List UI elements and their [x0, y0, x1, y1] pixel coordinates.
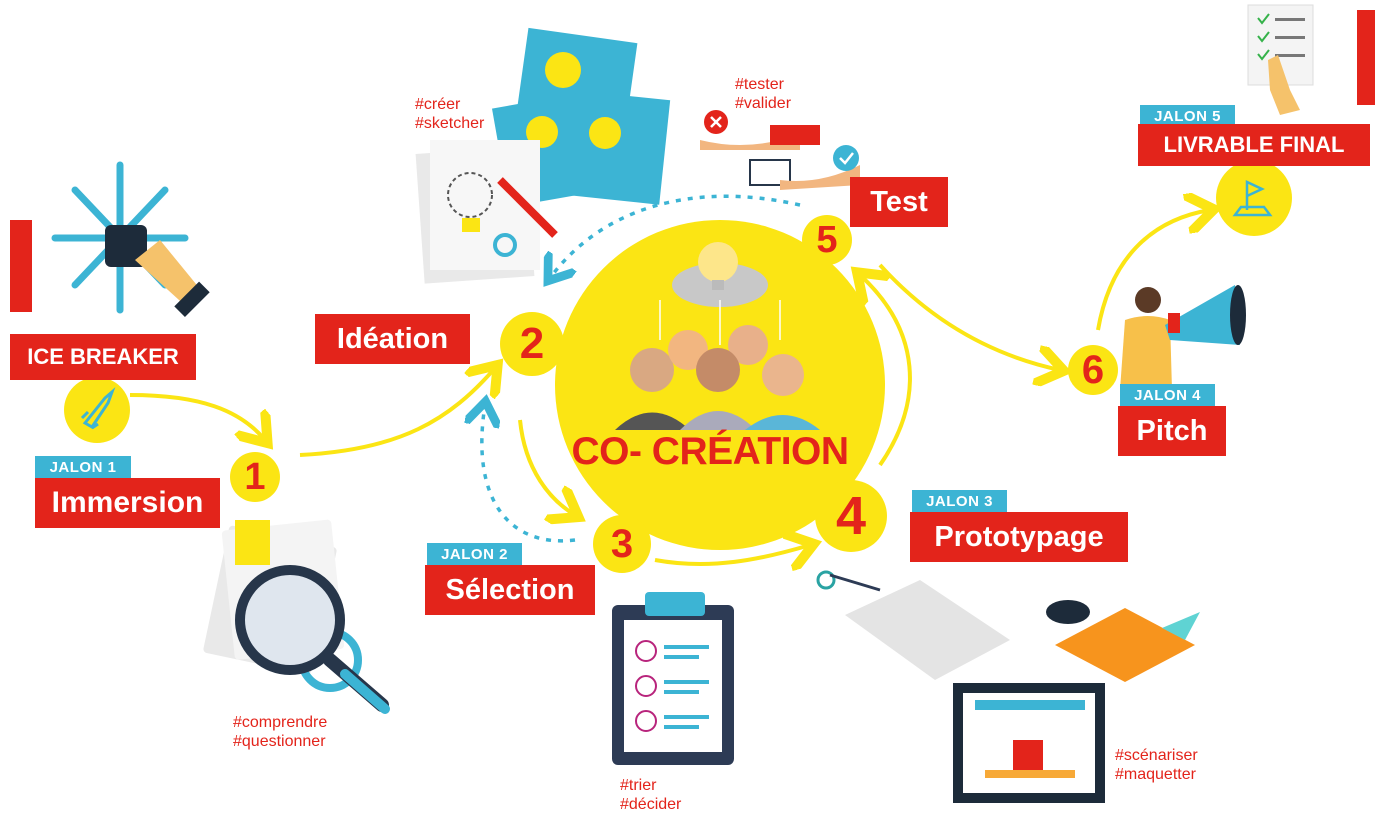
- rocket-icon: [80, 387, 116, 430]
- label-pitch: Pitch: [1118, 406, 1226, 456]
- tags-immersion: #comprendre #questionner: [233, 713, 327, 751]
- step-number-6: 6: [1068, 345, 1118, 395]
- jalon-1-badge: JALON 1: [35, 456, 131, 478]
- label-test: Test: [850, 177, 948, 227]
- team-icon: [615, 242, 820, 430]
- tag: #comprendre: [233, 714, 328, 731]
- tags-prototypage: #scénariser #maquetter: [1115, 746, 1198, 784]
- magnifier-icon: [203, 519, 390, 714]
- tag: #valider: [735, 95, 792, 112]
- jalon-4-badge: JALON 4: [1120, 384, 1215, 406]
- label-prototypage: Prototypage: [910, 512, 1128, 562]
- arrow-selection-prototypage: [654, 545, 810, 564]
- tag: #sketcher: [415, 115, 485, 132]
- tag: #créer: [415, 96, 461, 113]
- flag-icon: [1232, 180, 1273, 217]
- step-number-1: 1: [230, 452, 280, 502]
- clipboard-icon: [612, 592, 734, 765]
- label-immersion: Immersion: [35, 478, 220, 528]
- jalon-5-badge: JALON 5: [1140, 105, 1235, 127]
- tags-selection: #trier #décider: [620, 776, 681, 814]
- arrow-selection-ideation: [482, 405, 576, 543]
- lightbulb-icon: [415, 27, 671, 284]
- label-ideation: Idéation: [315, 314, 470, 364]
- printer-3d-icon: [816, 570, 1200, 803]
- jalon-3-badge: JALON 3: [912, 490, 1007, 512]
- checklist-icon: [1247, 4, 1314, 115]
- arrow-icebreaker-immersion: [129, 393, 265, 440]
- tag: #scénariser: [1115, 747, 1198, 764]
- arrow-test-ideation: [550, 194, 801, 278]
- tags-ideation: #créer #sketcher: [415, 95, 484, 133]
- arrow-ideation-selection: [518, 419, 575, 515]
- tag: #trier: [620, 777, 657, 794]
- label-selection: Sélection: [425, 565, 595, 615]
- tag: #maquetter: [1115, 766, 1196, 783]
- tags-test: #tester #valider: [735, 75, 791, 113]
- tag: #questionner: [233, 733, 326, 750]
- arrow-test-pitch: [878, 263, 1060, 370]
- step-number-3: 3: [593, 515, 651, 573]
- test-hands-icon: [700, 110, 860, 190]
- jalon-2-badge: JALON 2: [427, 543, 522, 565]
- step-number-4: 4: [815, 480, 887, 552]
- label-livrable-final: LIVRABLE FINAL: [1138, 124, 1370, 166]
- tag: #tester: [735, 76, 784, 93]
- arrow-prototypage-test: [860, 275, 912, 467]
- center-title: CO- CRÉATION: [571, 430, 849, 473]
- label-ice-breaker: ICE BREAKER: [10, 334, 196, 380]
- step-number-2: 2: [500, 312, 564, 376]
- megaphone-icon: [1120, 285, 1246, 390]
- arrow-immersion-ideation: [299, 368, 495, 457]
- arrow-pitch-livrable: [1096, 210, 1210, 331]
- step-number-5: 5: [802, 215, 852, 265]
- tag: #décider: [620, 796, 682, 813]
